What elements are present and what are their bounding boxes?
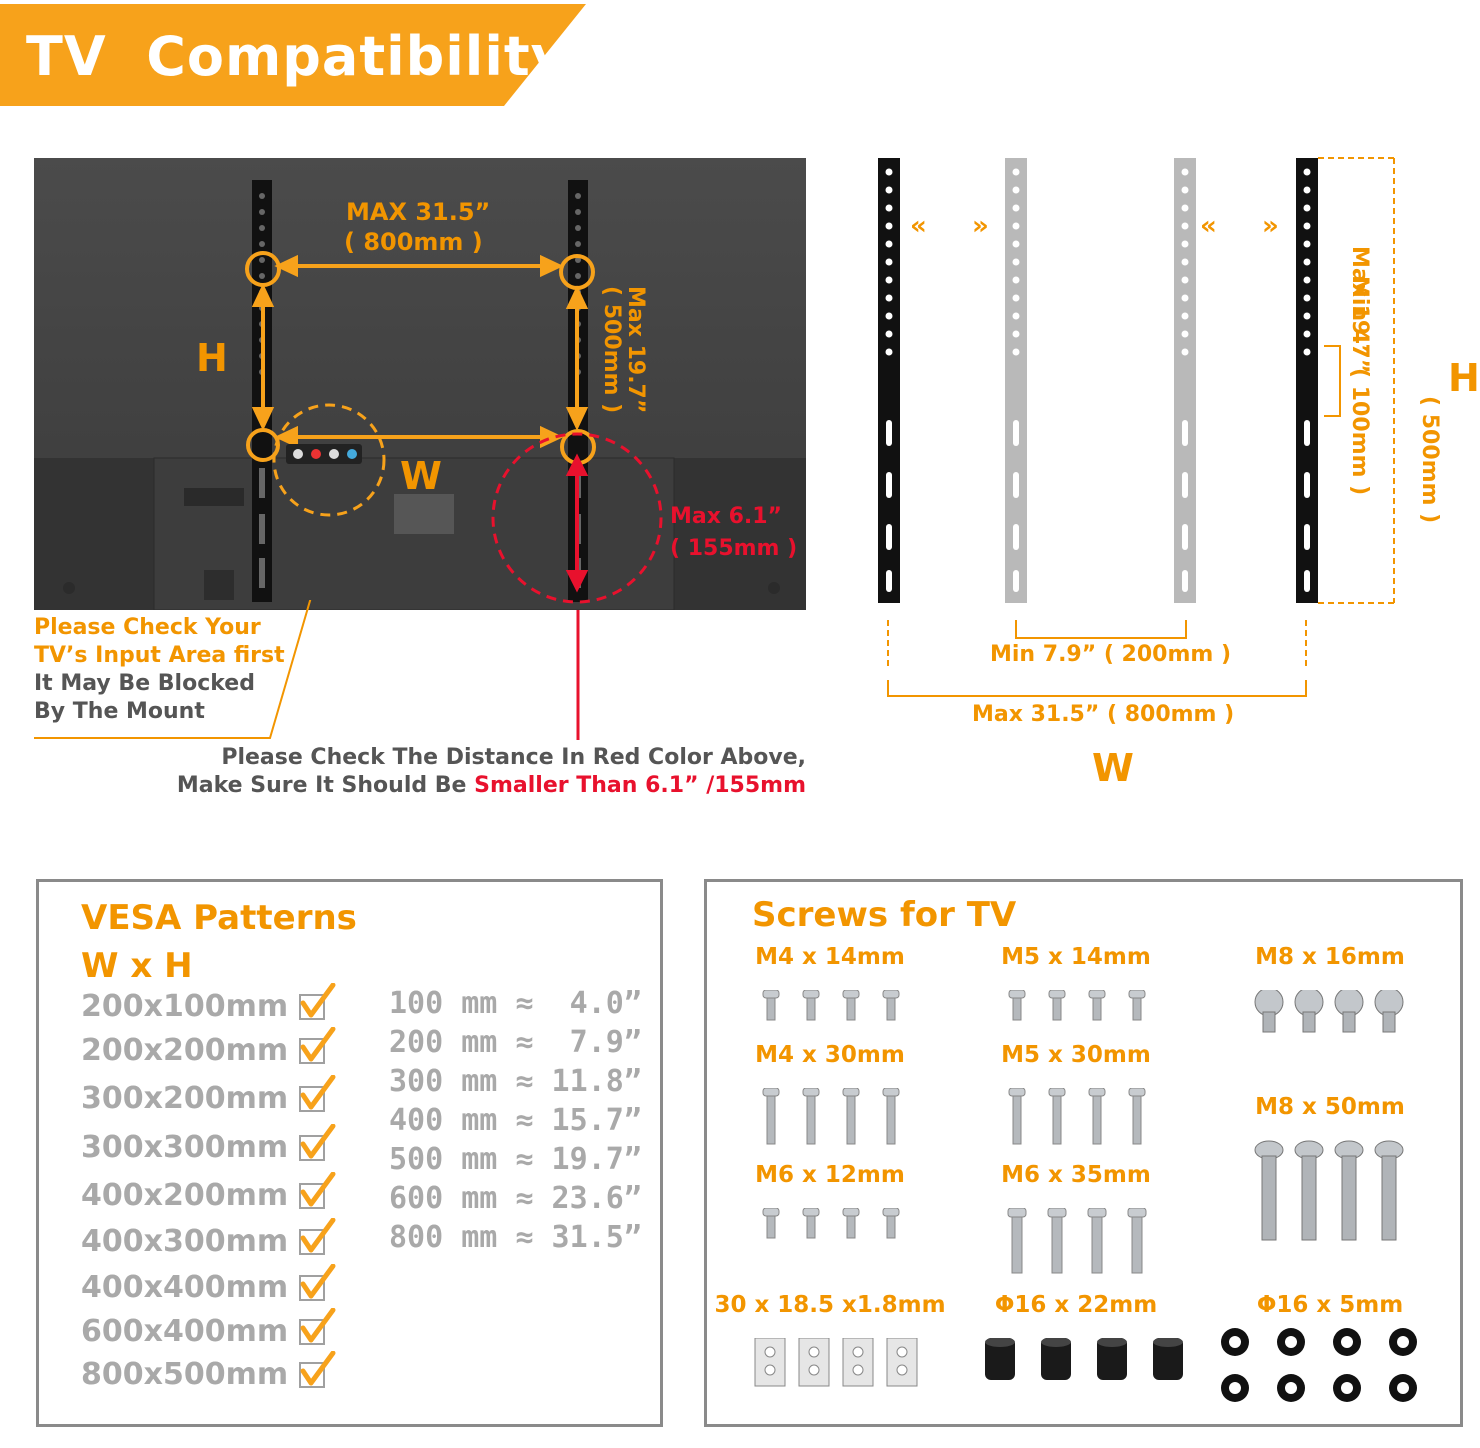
bracket-diagram: «» «» Max 19.7” ( 500mm ) Min 4” ( 100mm… xyxy=(850,150,1480,800)
bracket-max-height-2: ( 500mm ) xyxy=(1417,396,1442,524)
checkmark-icon xyxy=(299,1124,336,1161)
checkmark-icon xyxy=(299,1172,336,1209)
checkmark-icon xyxy=(299,1264,336,1301)
bracket-diagram-art: « » « » xyxy=(878,157,1395,697)
bracket-min-width: Min 7.9” ( 200mm ) xyxy=(990,642,1232,667)
vesa-pattern-item: 300x300mm xyxy=(81,1130,289,1165)
height-label-2: ( 500mm ) xyxy=(599,286,624,414)
checkmark-icon xyxy=(299,1308,336,1345)
vesa-pattern-item: 300x200mm xyxy=(81,1081,289,1116)
svg-text:»: » xyxy=(972,211,989,241)
vesa-pattern-item: 200x100mm xyxy=(81,989,289,1024)
screw-size-label: Φ16 x 22mm xyxy=(994,1292,1158,1318)
vesa-title: VESA Patterns W x H xyxy=(81,894,357,990)
conversion-item: 800 mm ≈ 31.5” xyxy=(389,1220,642,1255)
svg-text:»: » xyxy=(1262,211,1279,241)
checkmark-icon xyxy=(299,1075,336,1112)
tv-back-diagram: MAX 31.5” ( 800mm ) H W Max 19.7” ( 500m… xyxy=(34,158,806,611)
screw-size-label: Φ16 x 5mm xyxy=(1256,1292,1404,1318)
input-note-line1: Please Check Your xyxy=(34,615,261,640)
vesa-pattern-item: 400x200mm xyxy=(81,1178,289,1213)
clearance-label-1: Max 6.1” xyxy=(670,504,783,529)
bracket-h-letter: H xyxy=(1448,356,1480,400)
conversion-item: 500 mm ≈ 19.7” xyxy=(389,1142,642,1177)
long-bolt-icon xyxy=(1254,1140,1404,1241)
screw-size-label: M8 x 50mm xyxy=(1255,1094,1405,1120)
conversion-item: 300 mm ≈ 11.8” xyxy=(389,1064,642,1099)
clearance-label-2: ( 155mm ) xyxy=(670,536,798,561)
leader-lines xyxy=(34,600,580,740)
input-area-note: Please Check Your TV’s Input Area first … xyxy=(34,614,285,726)
h-letter: H xyxy=(196,336,228,380)
av-ports xyxy=(286,444,362,464)
distance-note-line1: Please Check The Distance In Red Color A… xyxy=(221,745,806,770)
vesa-title-line2: W x H xyxy=(81,946,193,986)
title-banner: TV Compatibility xyxy=(0,4,586,106)
svg-text:«: « xyxy=(910,211,927,241)
screw-size-label: M4 x 14mm xyxy=(755,944,905,970)
height-label-1: Max 19.7” xyxy=(623,286,648,414)
screw-icon xyxy=(762,1208,900,1239)
input-note-line3: It May Be Blocked xyxy=(34,671,255,696)
screw-icon xyxy=(1008,1088,1146,1145)
checkmark-icon xyxy=(299,983,336,1020)
screw-size-label: M6 x 35mm xyxy=(1001,1162,1151,1188)
screws-title: Screws for TV xyxy=(752,895,1017,935)
conversion-item: 200 mm ≈ 7.9” xyxy=(389,1025,642,1060)
bracket-min-height-2: ( 100mm ) xyxy=(1347,368,1372,496)
screws-panel: Screws for TV M4 x 14mm M5 x 14mm M8 x 16m… xyxy=(704,879,1463,1427)
bracket-w-letter: W xyxy=(1092,746,1134,790)
conversion-item: 400 mm ≈ 15.7” xyxy=(389,1103,642,1138)
checkmark-icon xyxy=(299,1218,336,1255)
vesa-pattern-item: 800x500mm xyxy=(81,1357,289,1392)
vesa-patterns-panel: VESA Patterns W x H 200x100mm 200x200mm 30… xyxy=(36,879,663,1427)
conversion-item: 600 mm ≈ 23.6” xyxy=(389,1181,642,1216)
bracket-bars xyxy=(878,158,1318,603)
vesa-title-line1: VESA Patterns xyxy=(81,898,357,938)
vesa-pattern-item: 400x300mm xyxy=(81,1224,289,1259)
screw-icon xyxy=(762,990,900,1021)
screw-size-label: M4 x 30mm xyxy=(755,1042,905,1068)
conversion-item: 100 mm ≈ 4.0” xyxy=(389,986,642,1021)
screw-size-label: M5 x 14mm xyxy=(1001,944,1151,970)
screw-size-label: 30 x 18.5 x1.8mm xyxy=(714,1292,946,1318)
svg-text:«: « xyxy=(1200,211,1217,241)
screw-size-label: M5 x 30mm xyxy=(1001,1042,1151,1068)
width-label-2: ( 800mm ) xyxy=(344,228,483,256)
bracket-max-width: Max 31.5” ( 800mm ) xyxy=(972,702,1235,727)
screw-size-label: M8 x 16mm xyxy=(1255,944,1405,970)
vesa-pattern-item: 200x200mm xyxy=(81,1033,289,1068)
screw-icon xyxy=(1008,990,1146,1021)
bolt-icon xyxy=(1254,990,1404,1033)
banner-title: TV Compatibility xyxy=(26,25,567,88)
tv-back-image xyxy=(34,158,806,611)
distance-note-highlight: Smaller Than 6.1” /155mm xyxy=(474,773,806,798)
input-note-line2: TV’s Input Area first xyxy=(34,643,285,668)
vesa-pattern-item: 400x400mm xyxy=(81,1270,289,1305)
w-letter: W xyxy=(400,454,442,498)
distance-note: Please Check The Distance In Red Color A… xyxy=(150,744,806,800)
input-note-line4: By The Mount xyxy=(34,699,205,724)
bracket-min-height-1: Min 4” xyxy=(1347,276,1372,359)
checkmark-icon xyxy=(299,1027,336,1064)
screw-icon xyxy=(762,1088,900,1145)
checkmark-icon xyxy=(299,1351,336,1388)
screw-size-label: M6 x 12mm xyxy=(755,1162,905,1188)
screw-icon xyxy=(1007,1208,1147,1274)
distance-note-prefix: Make Sure It Should Be xyxy=(176,773,475,798)
width-label-1: MAX 31.5” xyxy=(346,198,491,226)
spacer-plate-icon xyxy=(754,1338,918,1387)
vesa-pattern-item: 600x400mm xyxy=(81,1314,289,1349)
spacer-icon xyxy=(985,1338,1183,1380)
washer-icon xyxy=(1221,1328,1417,1402)
banner-shape xyxy=(0,4,586,106)
